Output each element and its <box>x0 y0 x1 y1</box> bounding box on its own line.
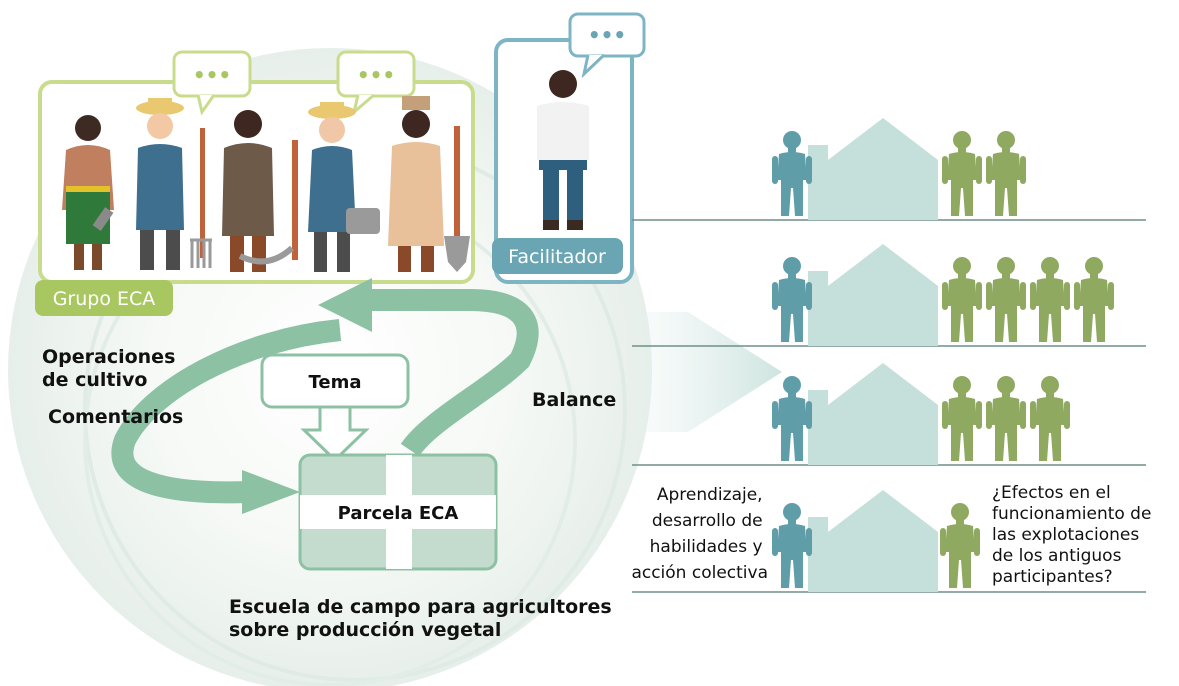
farmer-man-sickle-icon <box>222 110 298 272</box>
farmer-woman-trowel-icon <box>62 115 114 270</box>
topic-box-label: Tema <box>309 372 362 393</box>
speech-bubble-icon: ••• <box>336 50 416 117</box>
farmer-man-pitchfork-icon <box>136 98 212 270</box>
trained-farmer-icon <box>772 503 812 588</box>
facilitator-badge <box>492 238 623 274</box>
trained-farmer-icon <box>772 376 812 461</box>
speech-bubble-icon: ••• <box>172 50 252 116</box>
farm-house-icon <box>808 490 938 592</box>
former-participant-icon <box>1074 257 1114 342</box>
svg-text:•••: ••• <box>357 63 395 87</box>
plot-label: Parcela ECA <box>338 503 459 524</box>
effects-question-text: ¿Efectos en el funcionamiento de las exp… <box>992 483 1157 587</box>
group-badge <box>35 280 173 316</box>
speech-bubble-icon: ••• <box>568 12 646 79</box>
former-participant-icon <box>986 257 1026 342</box>
farm-house-icon <box>808 118 938 220</box>
operations-label: Operaciones de cultivo <box>42 346 176 391</box>
svg-text:•••: ••• <box>193 63 231 87</box>
facilitator-badge-label: Facilitador <box>508 246 606 268</box>
facilitator-person-icon <box>537 70 589 230</box>
farmer-woman-watering-can-icon <box>308 102 380 272</box>
former-participant-icon <box>942 131 982 216</box>
former-participant-icon <box>1030 257 1070 342</box>
plot-box <box>298 453 498 571</box>
cycle-arrow-bottom-head <box>242 470 300 514</box>
former-participant-icon <box>942 376 982 461</box>
school-title: Escuela de campo para agricultores sobre… <box>229 596 612 641</box>
topic-down-arrow <box>300 405 370 463</box>
trained-farmer-icon <box>772 257 812 342</box>
cycle-arrow-top <box>360 289 539 457</box>
cycle-arrow-top-head <box>318 278 372 332</box>
comments-label: Comentarios <box>48 406 184 428</box>
farmer-man-shovel-icon <box>388 96 470 272</box>
svg-text:•••: ••• <box>588 23 626 47</box>
trained-farmer-icon <box>772 131 812 216</box>
impact-arrow <box>636 312 782 432</box>
former-participant-icon <box>986 376 1026 461</box>
former-participant-icon <box>986 131 1026 216</box>
group-badge-label: Grupo ECA <box>53 288 156 310</box>
former-participant-icon <box>1030 376 1070 461</box>
farm-house-icon <box>808 244 938 346</box>
balance-label: Balance <box>532 389 617 411</box>
former-participant-icon <box>940 503 980 588</box>
former-participant-icon <box>942 257 982 342</box>
cycle-arrow-bottom <box>111 319 342 504</box>
learning-text: Aprendizaje, desarrollo de habilidades y… <box>631 485 768 583</box>
farm-house-icon <box>808 363 938 465</box>
